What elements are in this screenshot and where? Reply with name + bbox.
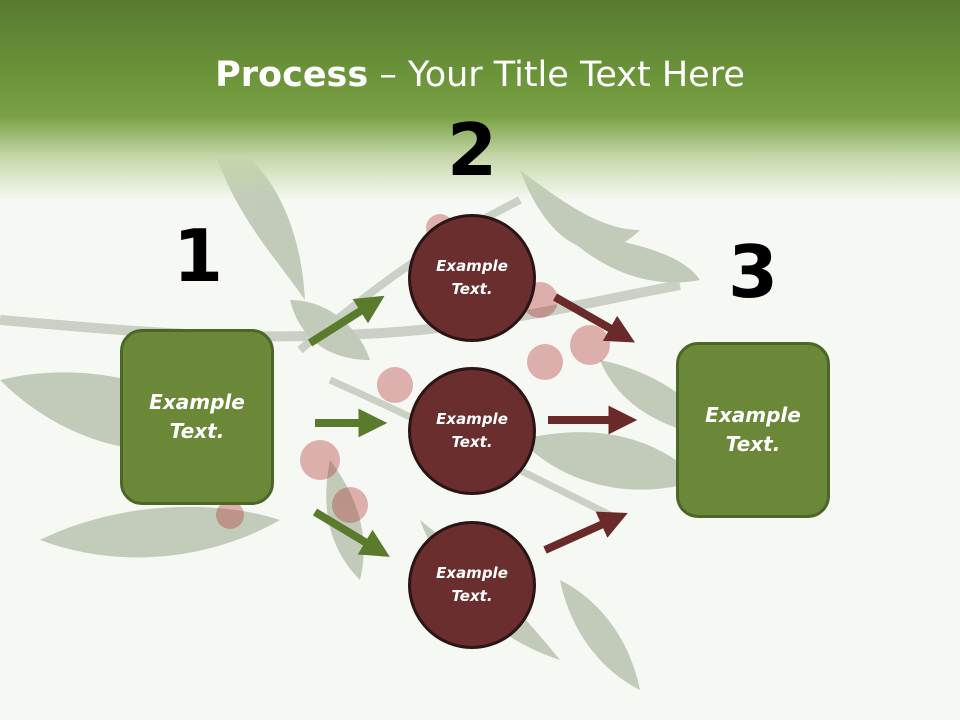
arrow-2-to-3-top xyxy=(553,293,636,343)
step-2-number: 2 xyxy=(446,108,498,192)
step-3-number: 3 xyxy=(727,230,779,314)
step-3-box: Example Text. xyxy=(676,342,830,518)
step-2-circle-middle-label: Example Text. xyxy=(436,410,508,451)
arrow-2-to-3-bottom xyxy=(543,511,628,554)
arrow-1-to-2-bottom xyxy=(312,508,390,557)
step-1-number: 1 xyxy=(172,214,224,298)
step-3-label: Example Text. xyxy=(705,403,801,456)
step-1-box: Example Text. xyxy=(120,329,274,505)
step-1-label: Example Text. xyxy=(149,390,245,443)
step-2-circle-middle: Example Text. xyxy=(408,367,536,495)
arrow-1-to-2-top xyxy=(307,295,385,347)
slide-title: Process – Your Title Text Here xyxy=(0,54,960,96)
step-2-circle-top-label: Example Text. xyxy=(436,257,508,298)
step-2-circle-bottom-label: Example Text. xyxy=(436,564,508,605)
title-bold: Process xyxy=(215,55,369,95)
header-band xyxy=(0,0,960,200)
step-2-circle-bottom: Example Text. xyxy=(408,521,536,649)
step-2-circle-top: Example Text. xyxy=(408,214,536,342)
title-rest: – Your Title Text Here xyxy=(368,55,745,95)
